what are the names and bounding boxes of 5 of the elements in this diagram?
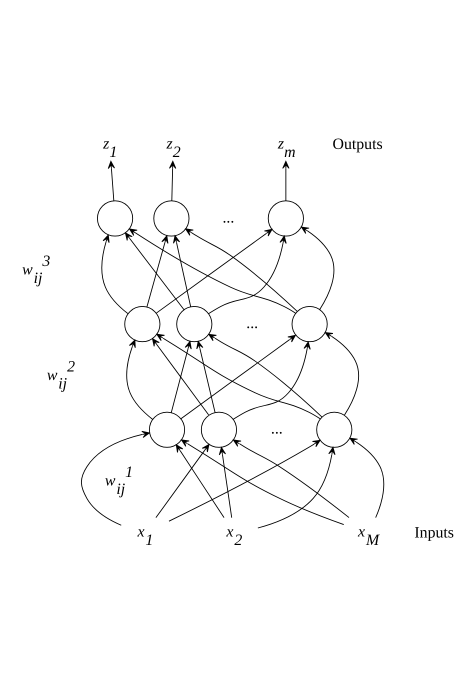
label: ...	[246, 314, 258, 332]
label: ...	[222, 209, 234, 226]
label: ...	[270, 420, 283, 438]
label: Outputs	[332, 136, 383, 154]
label: Inputs	[414, 524, 454, 542]
